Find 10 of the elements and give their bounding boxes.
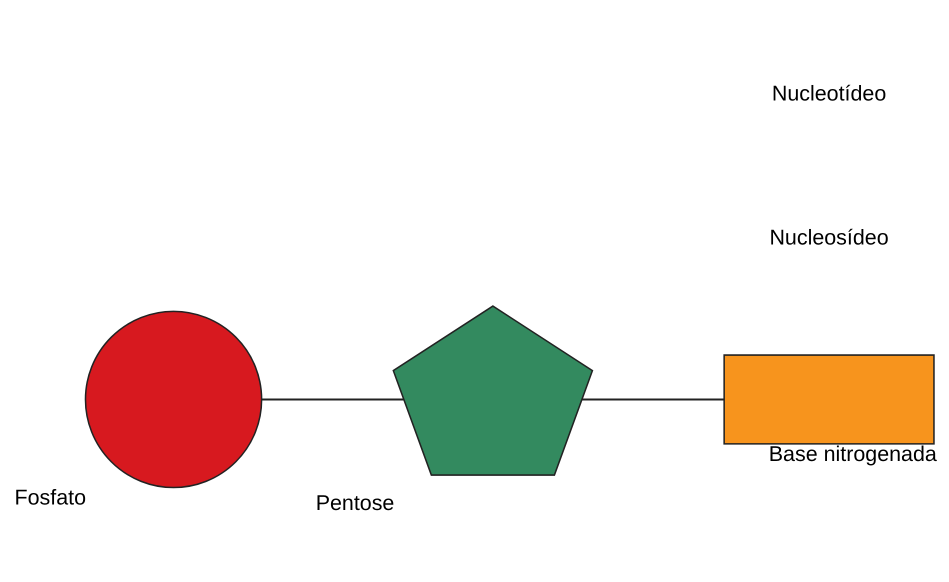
node-circle [84,310,262,488]
node-pentagon [392,304,594,476]
label: Nucleosídeo [769,224,889,249]
node-label: Pentose [316,490,394,515]
node-box [723,354,935,444]
connector [262,398,404,400]
label: Nucleotídeo [772,80,886,105]
node-label: Base nitrogenada [768,442,937,466]
connector [582,398,724,400]
node-label: Fosfato [14,485,86,510]
